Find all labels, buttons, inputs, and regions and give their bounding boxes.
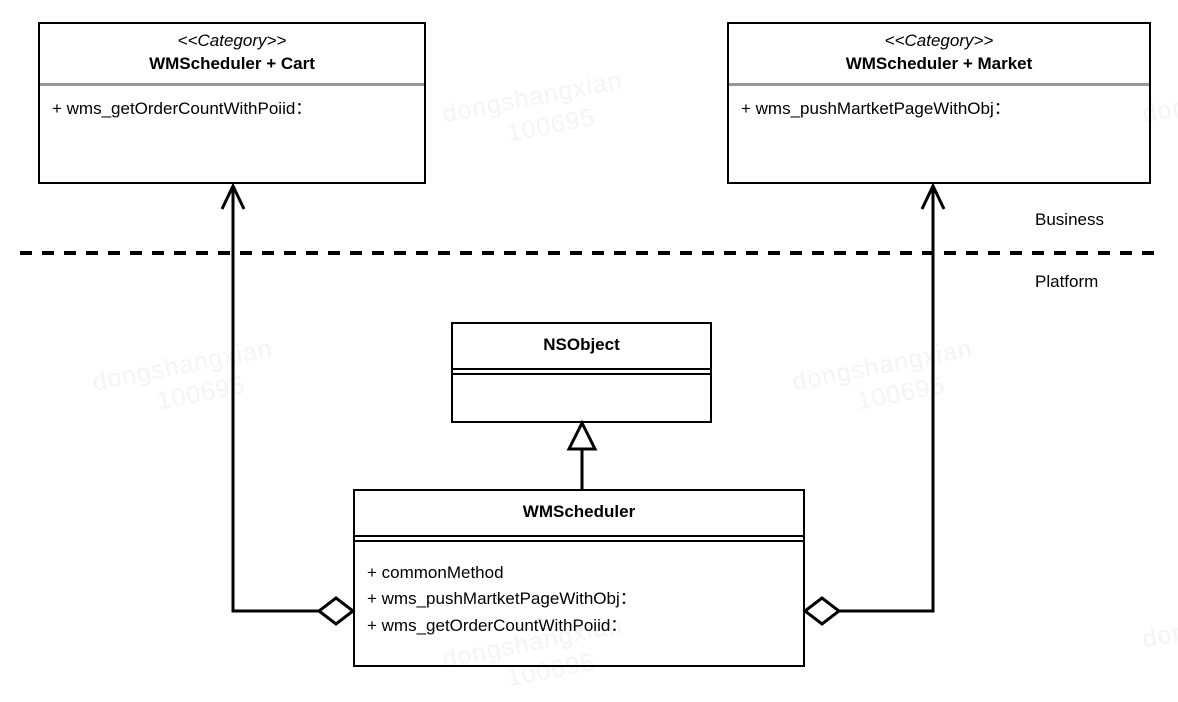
class-box-wmscheduler[interactable]: WMScheduler + commonMethod + wms_pushMar…	[353, 489, 805, 667]
class-box-nsobject-members	[453, 375, 710, 413]
compartment-separator	[729, 82, 1149, 86]
class-box-cart-title: <<Category>> WMScheduler + Cart	[40, 24, 424, 83]
aggregation-line-wmscheduler-market	[822, 186, 935, 613]
compartment-separator	[40, 82, 424, 86]
class-name-label: NSObject	[543, 335, 620, 354]
hollow-diamond-right-aggregation	[802, 596, 842, 626]
aggregation-line-wmscheduler-cart	[231, 186, 336, 613]
open-arrowhead-market-category	[920, 182, 946, 210]
class-box-cart-category[interactable]: <<Category>> WMScheduler + Cart + wms_ge…	[38, 22, 426, 184]
class-box-wmscheduler-title: WMScheduler	[355, 491, 803, 535]
class-box-market-members: + wms_pushMartketPageWithObj：	[729, 86, 1149, 130]
class-name-label: WMScheduler	[522, 502, 636, 521]
stereotype-label: <<Category>>	[177, 31, 287, 50]
hollow-diamond-left-aggregation	[316, 596, 356, 626]
hollow-triangle-arrowhead-nsobject	[566, 419, 598, 451]
member-row: + commonMethod	[367, 562, 504, 582]
partition-label-platform: Platform	[1035, 272, 1099, 291]
member-row: + wms_pushMartketPageWithObj：	[741, 98, 1011, 118]
class-box-nsobject-title: NSObject	[453, 324, 710, 368]
class-name-label: WMScheduler + Cart	[149, 53, 315, 73]
open-arrowhead-cart-category	[220, 182, 246, 210]
member-row: + wms_getOrderCountWithPoiid：	[52, 98, 313, 118]
class-box-market-category[interactable]: <<Category>> WMScheduler + Market + wms_…	[727, 22, 1151, 184]
compartment-separator	[355, 534, 803, 542]
partition-label-business: Business	[1035, 210, 1104, 229]
member-row: + wms_getOrderCountWithPoiid：	[367, 615, 628, 635]
stereotype-label: <<Category>>	[884, 31, 994, 50]
class-box-wmscheduler-members: + commonMethod + wms_pushMartketPageWith…	[355, 542, 803, 647]
class-box-nsobject[interactable]: NSObject	[451, 322, 712, 423]
member-row: + wms_pushMartketPageWithObj：	[367, 589, 637, 609]
compartment-separator	[453, 367, 710, 375]
class-box-cart-members: + wms_getOrderCountWithPoiid：	[40, 86, 424, 130]
class-name-label: WMScheduler + Market	[845, 53, 1033, 73]
class-box-market-title: <<Category>> WMScheduler + Market	[729, 24, 1149, 83]
